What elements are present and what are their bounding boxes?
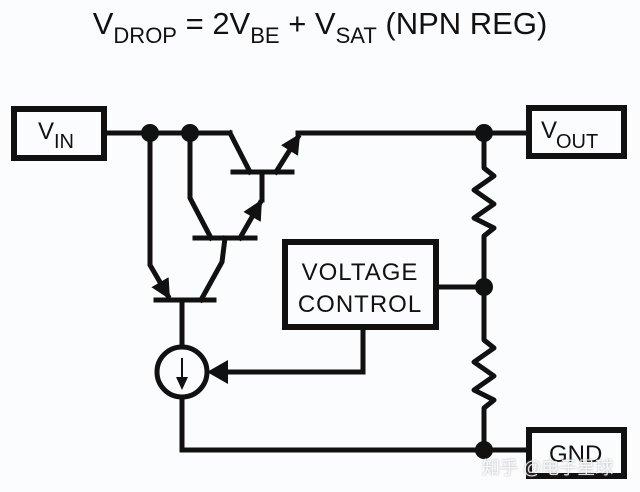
control-arrow-icon [207,360,228,384]
junction-dot [141,124,159,142]
ground-return-wire [179,394,532,453]
vout-label-sub: OUT [556,131,598,153]
voltage-control-line1: VOLTAGE [302,259,419,286]
title-sub-be: BE [250,23,280,48]
junction-dot [475,124,493,142]
junction-dot [181,124,199,142]
q3-emitter-arrow [147,130,172,300]
formula-title: VDROP = 2VBE + VSAT (NPN REG) [0,6,640,49]
q1-collector [226,129,254,176]
current-direction-arrow-icon [176,377,188,390]
title-sub-sat: SAT [335,23,377,48]
voltage-control-line2: CONTROL [298,291,422,318]
title-v: V [92,6,114,41]
q2-emitter-arrow [236,199,264,242]
title-plus: + V [279,6,336,41]
q3-collector [197,235,228,304]
title-tail: (NPN REG) [376,6,548,41]
control-to-source-wire [221,324,366,375]
q2-collector [187,130,215,242]
q1-emitter-arrow [272,133,302,176]
vout-label-main: V [541,117,557,144]
vin-label-main: V [38,118,54,145]
watermark-text: 知乎 @电子星球 [482,458,614,478]
gnd-label: GND [549,441,602,468]
junction-dot [475,278,493,296]
title-eq: = 2V [176,6,251,41]
junction-dot [475,441,493,459]
title-sub-drop: DROP [113,23,177,48]
vin-label-sub: IN [54,131,74,153]
gnd-terminal-box [526,427,627,479]
